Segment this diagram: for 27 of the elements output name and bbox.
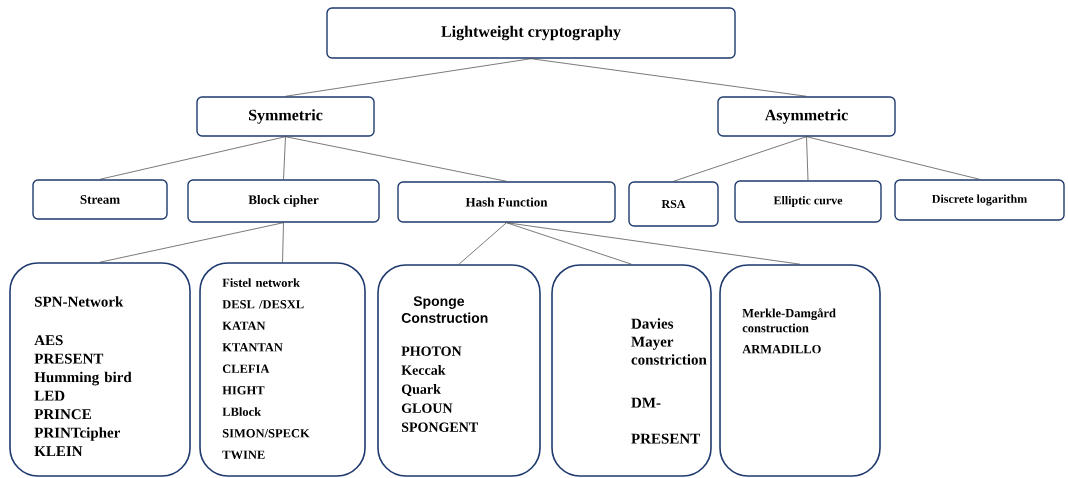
connector-line (506, 222, 801, 265)
connector-line (806, 136, 809, 181)
algorithm-box: Davies Mayer constriction DM- PRESENT (551, 264, 712, 477)
algorithm-box: Fistel network DESL /DESXL KATAN KTANTAN CLEFIA HIGHT LBlock SIMON/SPECK TWINE (199, 262, 366, 477)
algorithm-box: SPN-Network AES PRESENT Humming bird LED PRINCE PRINTcipher KLEIN (9, 262, 191, 477)
algorithm-box: Merkle-Damgård construction ARMADILLO (719, 264, 881, 477)
category-box: Asymmetric (717, 96, 896, 137)
title-box: Lightweight cryptography (326, 7, 736, 59)
connector-line (99, 136, 286, 180)
algorithm-box: Sponge Construction PHOTON Keccak Quark GLOUN SPONGENT (377, 264, 541, 477)
connector-line (283, 136, 286, 180)
category-box: Hash Function (397, 181, 616, 223)
connector-line (285, 58, 532, 97)
category-box: Discrete logarithm (894, 179, 1065, 221)
connector-line (99, 222, 284, 263)
connector-line (530, 58, 807, 97)
connector-line (806, 136, 980, 180)
connector-line (285, 136, 507, 182)
category-box: Block cipher (187, 179, 380, 223)
category-box: RSA (628, 181, 719, 227)
connector-line (282, 222, 284, 263)
category-box: Elliptic curve (734, 180, 882, 223)
category-box: Symmetric (196, 96, 375, 137)
connector-line (458, 222, 507, 265)
category-box: Stream (32, 179, 168, 220)
connector-line (673, 136, 807, 182)
connector-line (506, 222, 632, 265)
